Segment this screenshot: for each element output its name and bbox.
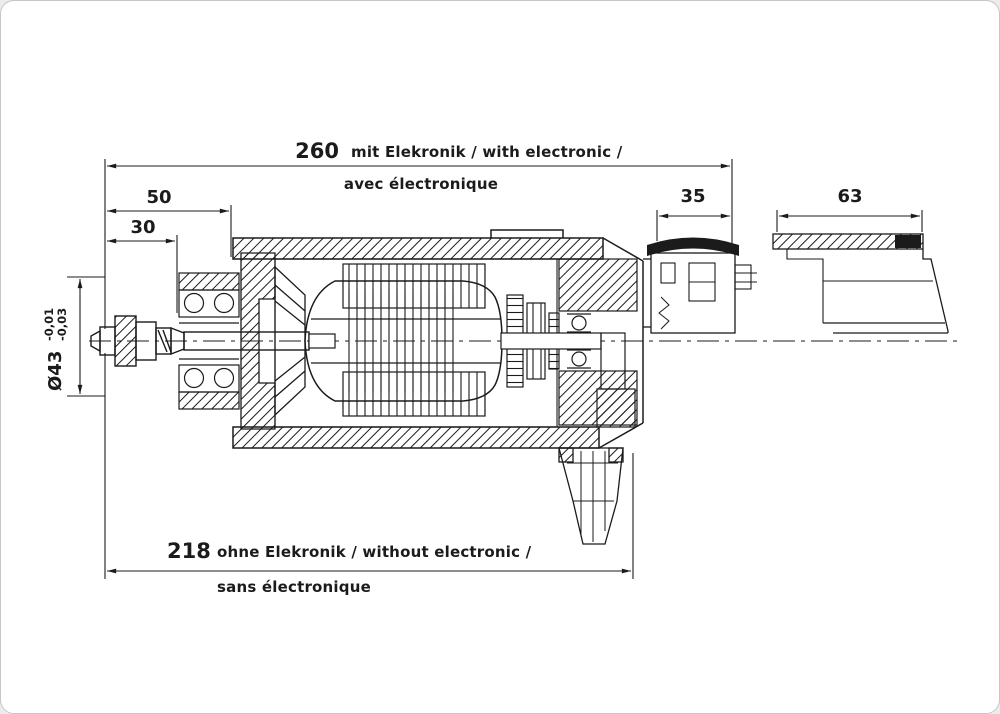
dim-260-value: 260: [295, 139, 339, 163]
dim-218-label: ohne Elekronik / without electronic /: [217, 543, 532, 561]
dimension-260: 260 mit Elekronik / with electronic / av…: [104, 139, 733, 329]
brush-holder: [596, 332, 636, 428]
dim-260-label: mit Elekronik / with electronic /: [351, 143, 623, 161]
dim-218-value: 218: [167, 539, 211, 563]
dimension-50: 50: [107, 187, 232, 257]
dimension-35: 35: [656, 186, 730, 241]
dim-63-value: 63: [837, 186, 862, 207]
right-bearing: [567, 313, 591, 369]
left-bearing: [178, 272, 240, 410]
dimension-63: 63: [776, 186, 923, 232]
dim-43-tolerance-upper: -0,01: [42, 308, 56, 341]
dimension-218: 218 ohne Elekronik / without electronic …: [104, 353, 634, 596]
dim-43-tolerance-lower: -0,03: [55, 308, 69, 341]
stator-rotor: [304, 263, 503, 417]
dim-43-value: Ø43: [45, 351, 66, 391]
commutator: [500, 294, 602, 388]
electronics-connector: [643, 237, 757, 334]
dim-30-value: 30: [130, 217, 155, 238]
dim-50-value: 50: [146, 187, 171, 208]
dimension-30: 30: [107, 217, 178, 313]
dim-218-label-line2: sans électronique: [217, 578, 371, 596]
dim-260-label-line2: avec électronique: [344, 175, 498, 193]
cable-gland: [558, 447, 624, 545]
dim-35-value: 35: [680, 186, 705, 207]
dimension-diameter-43: Ø43 -0,01 -0,03: [42, 276, 105, 397]
end-cover: [772, 233, 949, 334]
motor-housing: [232, 229, 644, 449]
